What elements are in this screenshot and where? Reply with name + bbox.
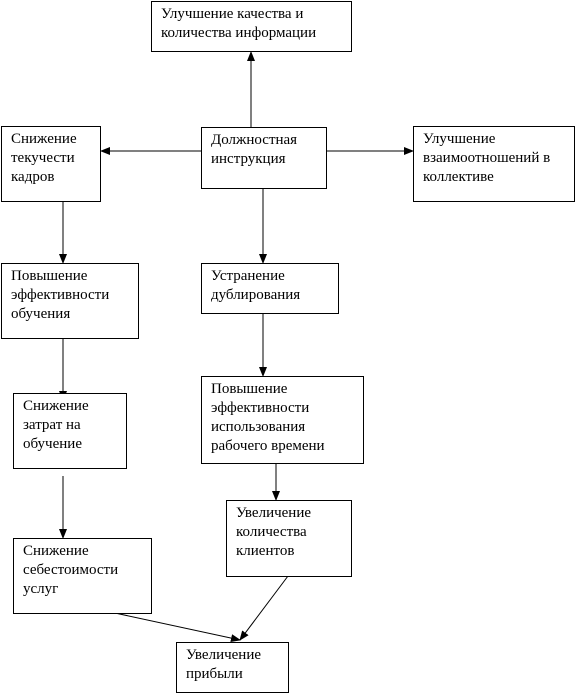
node-clients: Увеличение количества клиентов	[226, 500, 352, 577]
edge-cost-services-to-profit	[114, 612, 241, 643]
node-service-cost: Снижение себестоимости услуг	[13, 538, 152, 614]
node-duplication: Устранение дублирования	[201, 263, 339, 314]
node-info: Улучшение качества и количества информац…	[151, 1, 352, 52]
node-training-costs: Снижение затрат на обучение	[13, 393, 127, 469]
node-job-description: Должностная инструкция	[201, 127, 327, 189]
node-training-efficiency: Повышение эффективности обучения	[1, 263, 139, 339]
node-turnover: Снижение текучести кадров	[1, 126, 101, 202]
node-worktime-efficiency: Повышение эффективности использования ра…	[201, 376, 364, 464]
edge-clients-to-profit	[239, 575, 289, 641]
node-relations: Улучшение взаимоотношений в коллективе	[413, 126, 575, 202]
node-profit: Увеличение прибыли	[176, 642, 289, 693]
